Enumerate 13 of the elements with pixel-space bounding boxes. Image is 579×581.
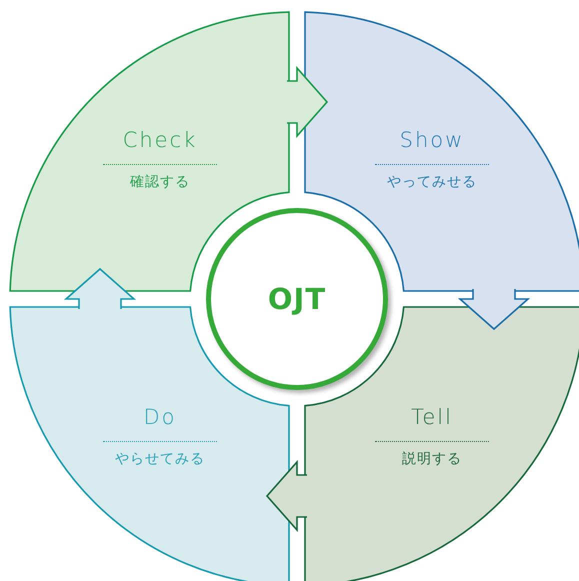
block-arrow: [266, 460, 308, 532]
block-arrow: [64, 268, 136, 310]
block-arrow: [286, 66, 328, 138]
step-title: Tell: [411, 405, 453, 429]
step-title: Show: [400, 128, 464, 152]
step-description: 確認する: [130, 173, 190, 191]
step-title: Check: [122, 128, 198, 152]
block-arrow: [458, 288, 530, 330]
step-title: Do: [143, 405, 177, 429]
step-description: 説明する: [402, 450, 462, 468]
step-description: やってみせる: [387, 173, 477, 191]
step-description: やらせてみる: [115, 450, 205, 468]
center-label: OJT: [268, 282, 326, 316]
